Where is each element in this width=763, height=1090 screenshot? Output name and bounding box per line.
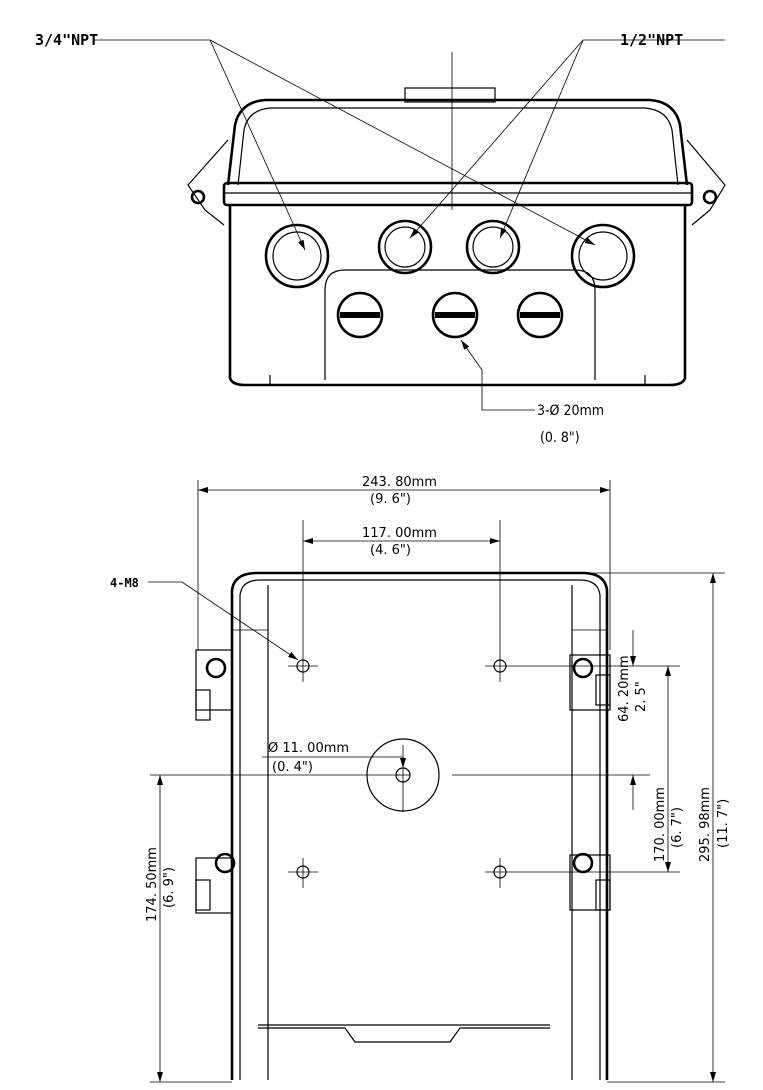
dim-center-hole-mm: Ø 11. 00mm [268,741,349,756]
dim-height-mm: 295. 98mm [698,787,713,862]
dim-offset-mm: 64. 20mm [617,655,632,722]
dim-offset-in: 2. 5" [634,681,649,712]
dim-width-mm: 243. 80mm [362,475,437,490]
mounting-holes [288,520,515,888]
dim-vert-span-mm: 170. 00mm [653,787,668,862]
dim-lower-mm: 174. 50mm [145,847,160,922]
knockout-holes [336,291,564,339]
front-view: 3/4"NPT 1/2"NPT 3-Ø 20mm (0. 8") [35,31,726,446]
conduit-hole-12-left [377,219,433,275]
dim-hole-span-in: (4. 6") [370,543,411,558]
left-flange [187,139,229,226]
dim-height-in: (11. 7") [716,799,731,848]
label-knockout-holes-inch: (0. 8") [540,430,580,446]
label-4-m8: 4-M8 [110,576,139,590]
dim-vert-span-in: (6. 7") [670,807,685,848]
dim-width-in: (9. 6") [370,492,411,507]
dim-center-hole-in: (0. 4") [272,760,313,775]
enclosure-back-outline [230,571,609,1080]
conduit-hole-34-right [570,223,636,289]
label-1-2-npt: 1/2"NPT [620,31,683,49]
lid-outline [226,98,689,186]
label-3-4-npt: 3/4"NPT [35,31,98,49]
conduit-hole-34-left [264,223,330,289]
label-knockout-holes: 3-Ø 20mm [537,403,604,419]
dim-hole-span-mm: 117. 00mm [362,526,437,541]
back-view: 243. 80mm (9. 6") 117. 00mm (4. 6") 4-M8… [110,475,731,1083]
center-cable-hole [366,738,440,812]
dim-lower-in: (6. 9") [162,867,177,908]
right-flange [686,139,726,226]
conduit-hole-12-right [465,219,521,275]
